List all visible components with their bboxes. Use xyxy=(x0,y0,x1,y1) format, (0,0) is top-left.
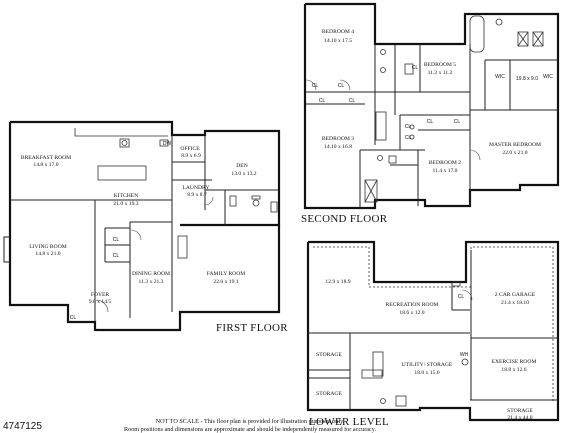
second-bedroom-4-name: BEDROOM 4 xyxy=(322,29,354,35)
second-bedroom-3-name: BEDROOM 3 xyxy=(322,136,354,142)
second-bedroom-2-name: BEDROOM 2 xyxy=(429,160,461,166)
first-dining-room-dims: 11.3 x 21.3 xyxy=(139,279,164,285)
lower-level-plan xyxy=(308,242,558,420)
first-family-room-name: FAMILY ROOM xyxy=(207,271,245,277)
second-cl-label-6: CL xyxy=(427,119,434,125)
first-kitchen-dims: 21.0 x 19.3 xyxy=(113,201,138,207)
second-bedroom-2-dims: 11.4 x 17.0 xyxy=(433,168,458,174)
second-wic-label-2: WIC xyxy=(543,74,553,80)
first-cl-label-2: CL xyxy=(113,253,120,259)
lower-garage-dims: 21.4 x 18.10 xyxy=(501,300,529,306)
second-cl-label-5: CL xyxy=(412,65,419,71)
second-master-bedroom-dims: 22.0 x 21.0 xyxy=(502,150,527,156)
first-den-dims: 13.0 x 13.2 xyxy=(231,171,256,177)
first-family-room-dims: 22.0 x 19.1 xyxy=(213,279,238,285)
first-floor-title: FIRST FLOOR xyxy=(216,322,288,334)
second-cl-label-2: CL xyxy=(338,83,345,89)
first-office-name: OFFICE xyxy=(180,146,200,152)
lower-exercise-room-name: EXERCISE ROOM xyxy=(492,359,537,365)
second-bedroom-4-dims: 14.10 x 17.5 xyxy=(324,38,352,44)
first-floor-plan xyxy=(4,122,279,330)
second-bedroom-3-dims: 14.10 x 16.8 xyxy=(324,144,352,150)
second-cl-label-1: CL xyxy=(312,83,319,89)
first-cl-label-3: CL xyxy=(70,315,77,321)
disclaimer-line-1: NOT TO SCALE - This floor plan is provid… xyxy=(60,418,440,426)
second-cl-label-3: CL xyxy=(319,98,326,104)
first-breakfast-room-name: BREAKFAST ROOM xyxy=(21,155,71,161)
first-foyer-name: FOYER xyxy=(91,292,110,298)
lower-room-dims: 12.9 x 18.9 xyxy=(325,279,350,285)
first-laundry-name: LAUNDRY xyxy=(182,185,209,191)
first-breakfast-room-dims: 14.8 x 17.0 xyxy=(33,162,58,168)
lower-cl-label: CL xyxy=(458,294,465,300)
lower-utility-name: UTILITY/ STORAGE xyxy=(402,362,453,368)
first-den-name: DEN xyxy=(236,163,248,169)
lower-utility-dims: 18.0 x 15.0 xyxy=(414,370,439,376)
first-living-room-name: LIVING ROOM xyxy=(29,244,66,250)
first-laundry-dims: 8.9 x 8.7 xyxy=(187,192,207,198)
lower-storage-3-dims: 21.4 x 44.0 xyxy=(507,415,532,421)
second-cl-label-8: CL xyxy=(405,124,412,130)
lower-storage-3-name: STORAGE xyxy=(507,408,533,414)
first-foyer-dims: 9.0 x 14.5 xyxy=(89,299,112,305)
lower-exercise-room-dims: 18.8 x 12.6 xyxy=(501,367,526,373)
first-office-dims: 8.9 x 6.9 xyxy=(181,153,201,159)
second-floor-title: SECOND FLOOR xyxy=(301,213,388,225)
first-living-room-dims: 14.8 x 21.0 xyxy=(35,251,60,257)
second-bedroom-5-name: BEDROOM 5 xyxy=(424,62,456,68)
second-cl-label-9: CL xyxy=(405,135,412,141)
first-cl-label-1: CL xyxy=(113,237,120,243)
lower-garage-name: 2 CAR GARAGE xyxy=(495,292,536,298)
lower-storage-2-name: STORAGE xyxy=(316,391,342,397)
second-master-bedroom-name: MASTER BEDROOM xyxy=(489,142,541,148)
first-dw-label: DW xyxy=(163,141,172,147)
lower-wh-label: WH xyxy=(460,352,469,358)
second-cl-label-4: CL xyxy=(349,98,356,104)
second-cl-label-7: CL xyxy=(454,119,461,125)
lower-recreation-room-dims: 18.6 x 12.0 xyxy=(399,310,424,316)
lower-storage-1-name: STORAGE xyxy=(316,352,342,358)
second-bedroom-5-dims: 11.2 x 11.2 xyxy=(428,70,453,76)
second-wic-label-1: WIC xyxy=(495,74,505,80)
lower-recreation-room-name: RECREATION ROOM xyxy=(386,302,439,308)
listing-code: 4747125 xyxy=(3,421,42,432)
disclaimer: NOT TO SCALE - This floor plan is provid… xyxy=(60,418,440,433)
first-dining-room-name: DINING ROOM xyxy=(132,271,170,277)
second-wic-dims: 19.8 x 9.0 xyxy=(516,76,538,82)
first-kitchen-name: KITCHEN xyxy=(114,193,139,199)
